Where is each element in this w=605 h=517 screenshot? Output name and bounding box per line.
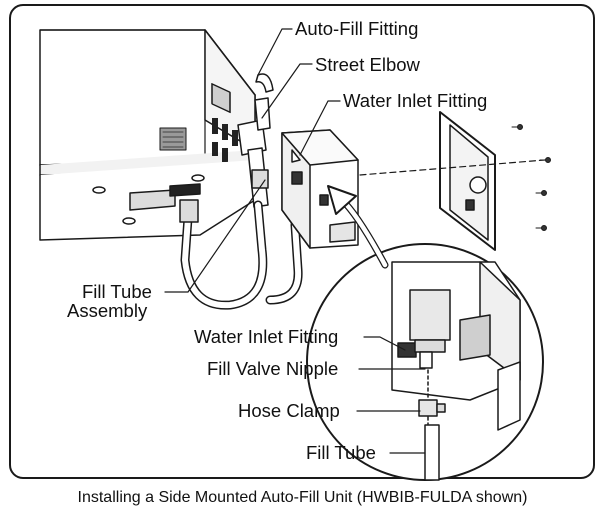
leader-lines: [164, 28, 426, 454]
arrow-head: [327, 185, 357, 215]
side-vents: [212, 118, 238, 162]
fill-tube-hose: [179, 199, 303, 310]
label-water-inlet-fitting-detail: Water Inlet Fitting: [194, 326, 339, 347]
ice-bin-cabinet: [39, 29, 256, 241]
diagram-frame: [9, 4, 595, 479]
label-hose-clamp: Hose Clamp: [238, 400, 340, 421]
auto-fill-unit-box: [281, 129, 359, 249]
vent-grille: [159, 127, 187, 151]
label-auto-fill-fitting: Auto-Fill Fitting: [295, 18, 419, 39]
figure-caption: Installing a Side Mounted Auto-Fill Unit…: [77, 489, 528, 506]
label-fill-tube-assembly-line2: Assembly: [67, 300, 148, 321]
mounting-screws: [511, 124, 551, 231]
label-fill-valve-nipple: Fill Valve Nipple: [207, 358, 339, 379]
label-street-elbow: Street Elbow: [315, 54, 420, 75]
alignment-dashed-line: [359, 159, 546, 176]
label-fill-tube-assembly-line1: Fill Tube: [82, 281, 152, 302]
label-water-inlet-fitting-top: Water Inlet Fitting: [343, 90, 488, 111]
auto-fill-pipe: [237, 73, 274, 208]
cover-plate: [439, 111, 496, 251]
label-fill-tube: Fill Tube: [306, 442, 376, 463]
detail-magnifier: [306, 243, 544, 481]
